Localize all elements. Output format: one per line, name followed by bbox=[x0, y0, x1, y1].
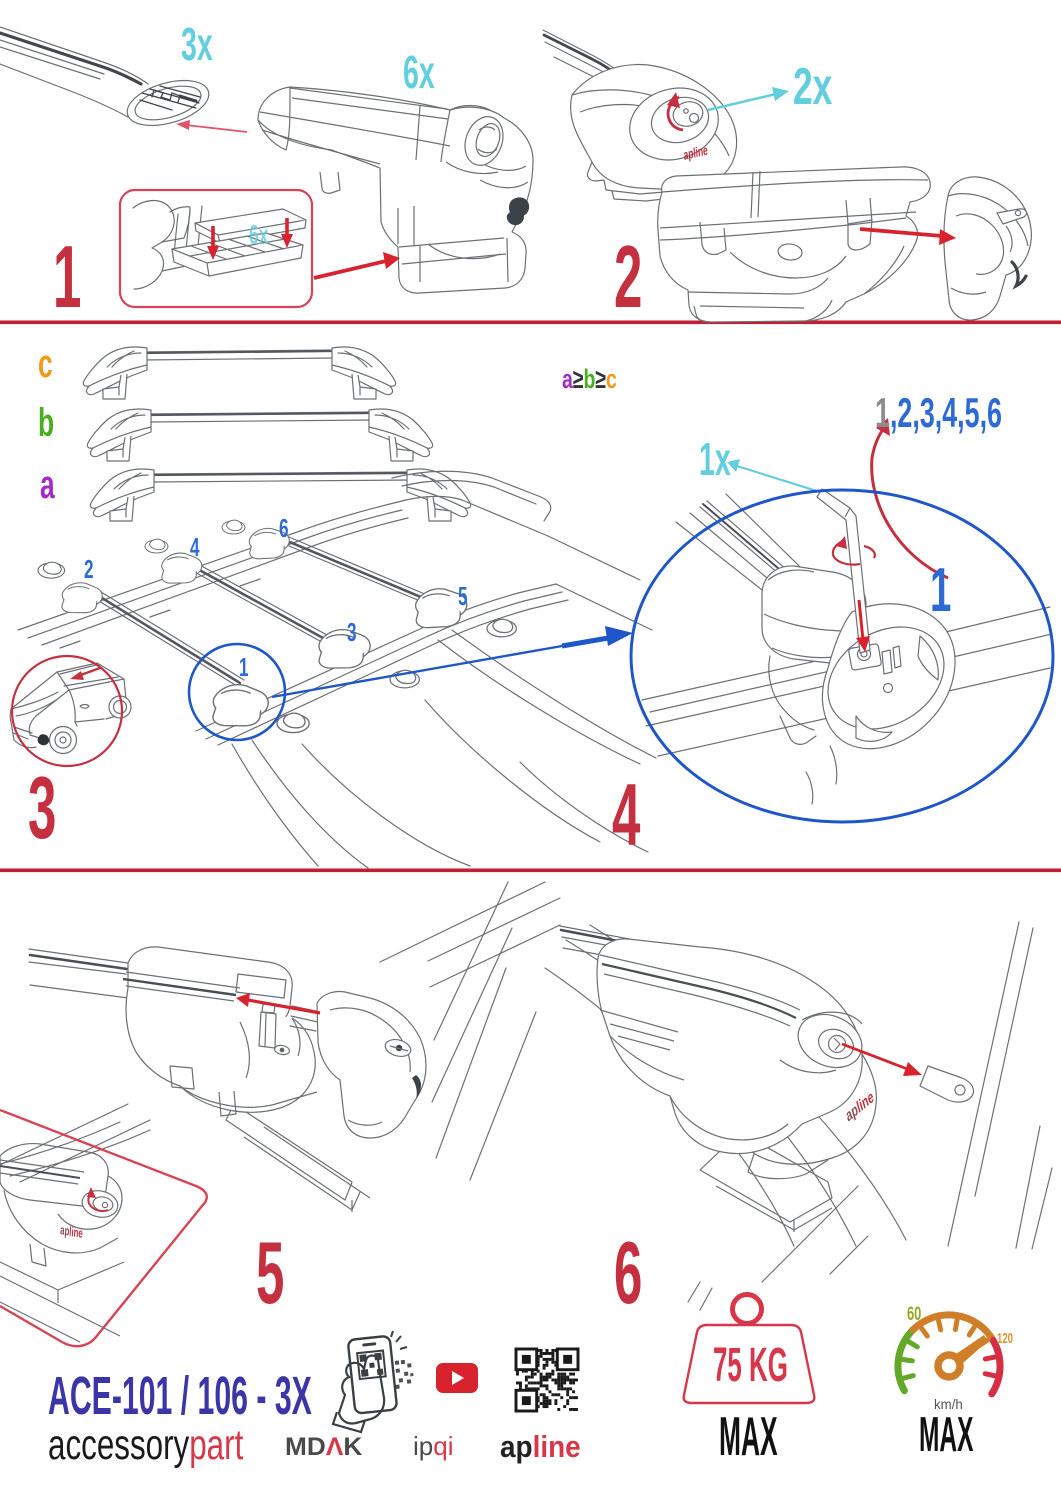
svg-text:1x: 1x bbox=[699, 434, 731, 486]
svg-text:120: 120 bbox=[997, 1330, 1013, 1347]
svg-text:1,2,3,4,5,6: 1,2,3,4,5,6 bbox=[875, 390, 1002, 436]
svg-text:MAX: MAX bbox=[719, 1407, 778, 1468]
svg-text:3: 3 bbox=[28, 760, 56, 858]
svg-text:ACE-101 / 106 - 3X: ACE-101 / 106 - 3X bbox=[48, 1366, 312, 1426]
svg-text:km/h: km/h bbox=[934, 1397, 963, 1412]
svg-text:5: 5 bbox=[458, 581, 468, 611]
svg-text:a: a bbox=[40, 463, 56, 508]
svg-text:c: c bbox=[38, 342, 53, 387]
svg-text:a≥b≥c: a≥b≥c bbox=[562, 364, 617, 394]
svg-text:6x: 6x bbox=[249, 219, 268, 250]
svg-text:60: 60 bbox=[907, 1304, 921, 1325]
svg-text:1: 1 bbox=[930, 555, 951, 625]
svg-text:apline: apline bbox=[500, 1430, 581, 1465]
svg-text:4: 4 bbox=[190, 532, 200, 562]
svg-text:apline: apline bbox=[683, 143, 709, 163]
svg-text:2x: 2x bbox=[793, 58, 833, 115]
svg-text:4: 4 bbox=[612, 767, 640, 865]
svg-text:1: 1 bbox=[53, 229, 81, 327]
svg-text:accessorypart: accessorypart bbox=[48, 1420, 244, 1468]
svg-text:2: 2 bbox=[84, 554, 94, 584]
svg-text:ipqi: ipqi bbox=[413, 1431, 454, 1461]
svg-text:MDΛK: MDΛK bbox=[285, 1434, 363, 1461]
svg-text:apline: apline bbox=[60, 1223, 83, 1241]
svg-text:MAX: MAX bbox=[919, 1408, 974, 1462]
svg-text:3x: 3x bbox=[181, 19, 213, 71]
svg-text:75 KG: 75 KG bbox=[713, 1339, 788, 1393]
svg-text:6: 6 bbox=[614, 1225, 642, 1323]
svg-text:5: 5 bbox=[256, 1225, 284, 1323]
svg-text:6x: 6x bbox=[403, 47, 435, 99]
svg-text:b: b bbox=[38, 401, 54, 446]
svg-text:2: 2 bbox=[614, 229, 642, 327]
svg-text:3: 3 bbox=[347, 617, 357, 647]
svg-text:6: 6 bbox=[279, 513, 289, 543]
svg-text:1: 1 bbox=[239, 652, 249, 682]
